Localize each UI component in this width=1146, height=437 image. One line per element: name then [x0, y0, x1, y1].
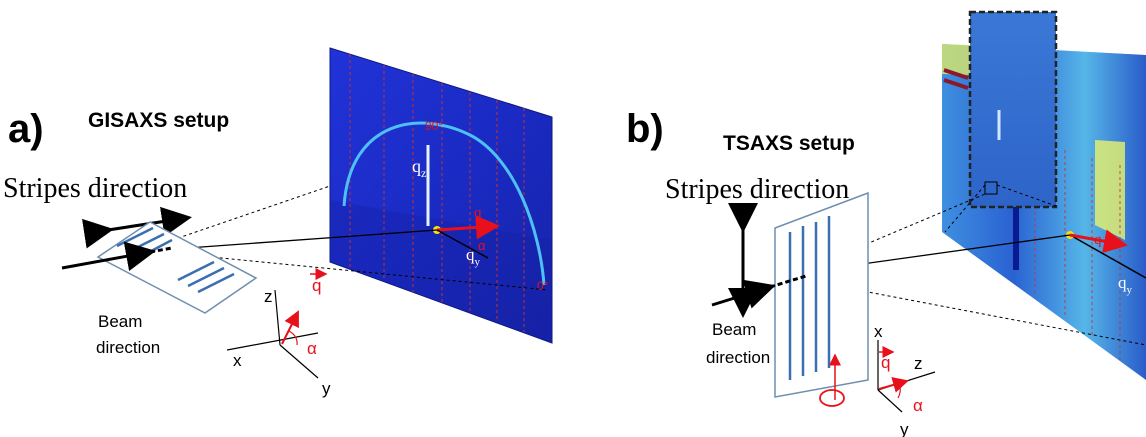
- axes-a: x z y q α: [226, 268, 331, 398]
- rotation-indicator: [819, 353, 845, 407]
- axis-a-alpha: α: [307, 339, 317, 358]
- detector-b-q: q: [1094, 232, 1102, 248]
- detector-a-qz: qz: [412, 156, 426, 180]
- projection-line-bottom: [159, 251, 549, 291]
- detector-b-qy: qy: [1118, 273, 1133, 296]
- panel-b: b) TSAXS setup Stripes direction q qy: [626, 10, 1146, 437]
- sample-a: [96, 221, 258, 314]
- panel-a-letter: a): [8, 107, 44, 151]
- beam-arrow-a: [61, 241, 156, 272]
- detector-a-0deg: 0°: [537, 279, 549, 293]
- detector-b-q-arrow: [1069, 229, 1128, 254]
- sample-b: [774, 191, 869, 398]
- detector-inset: [944, 10, 1058, 233]
- axis-b-q: q: [881, 353, 890, 372]
- panel-a-stripes-label: Stripes direction: [3, 173, 187, 204]
- axis-a-z: z: [264, 287, 273, 306]
- axes-b: x z y q α: [874, 322, 936, 437]
- axis-a-q: q: [312, 276, 321, 295]
- detector-a-qy-axis: [436, 229, 489, 259]
- panel-b-letter: b): [626, 107, 664, 151]
- panel-a: a) GISAXS setup Stripes direction 90° 0°: [3, 47, 553, 398]
- panel-a-title: GISAXS setup: [88, 109, 229, 132]
- panel-a-beam-label-2: direction: [96, 338, 160, 357]
- axis-a-x: x: [233, 351, 242, 370]
- axis-b-y: y: [900, 420, 909, 437]
- detector-a-90deg: 90°: [425, 119, 443, 133]
- detector-a-q: q: [474, 205, 482, 221]
- detector-a-alpha: α: [478, 238, 486, 253]
- detector-a-q-arrow: [436, 215, 500, 240]
- detector-a-qy: qy: [466, 245, 481, 268]
- detector-a: 90° 0° qz q α qy: [329, 47, 553, 344]
- panel-b-stripes-label: Stripes direction: [665, 174, 849, 205]
- projection-line-top: [154, 185, 331, 247]
- beam-arrow-b: [711, 279, 776, 309]
- axis-b-z: z: [914, 354, 923, 373]
- panel-b-beam-label-1: Beam: [712, 320, 756, 339]
- axis-a-y: y: [322, 379, 331, 398]
- scattered-beam-line: [159, 229, 438, 251]
- axis-b-x: x: [874, 322, 883, 341]
- panel-b-title: TSAXS setup: [723, 132, 855, 155]
- panel-a-beam-label-1: Beam: [98, 312, 142, 331]
- axis-b-alpha: α: [913, 396, 923, 415]
- panel-b-beam-label-2: direction: [706, 348, 770, 367]
